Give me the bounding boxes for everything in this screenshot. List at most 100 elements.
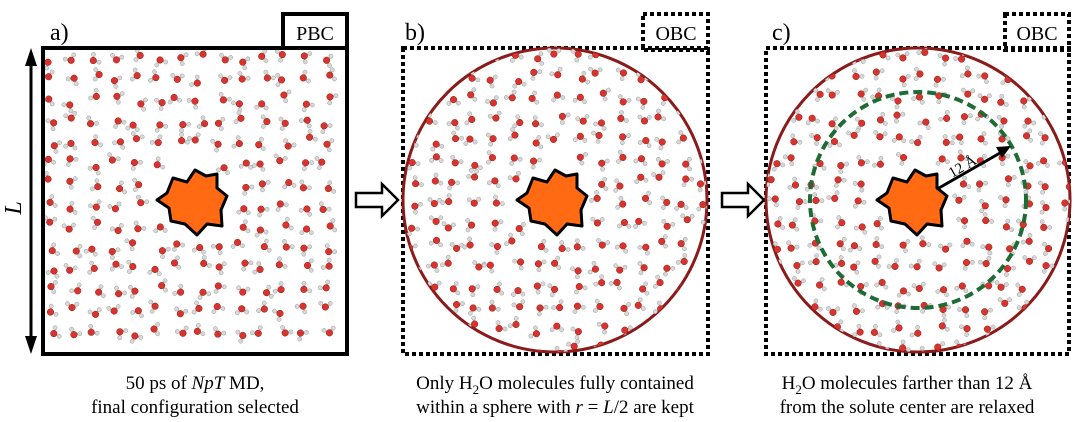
water-molecule-icon [110,52,125,64]
pbc-label-box [281,12,349,52]
water-molecule-icon [116,328,129,341]
water-molecule-icon [1042,322,1056,334]
water-molecule-icon [255,136,266,151]
water-molecule-icon [1003,265,1016,277]
water-molecule-icon [591,130,603,144]
water-molecule-icon [216,164,230,176]
water-molecule-icon [911,93,925,105]
water-molecule-icon [272,308,284,322]
water-molecule-icon [942,134,955,147]
water-molecule-icon [263,69,276,82]
water-molecule-icon [960,237,975,249]
water-molecule-icon [45,118,58,132]
water-molecule-icon [446,119,460,131]
water-molecule-icon [790,133,803,146]
water-molecule-icon [896,287,911,298]
water-molecule-icon [532,135,544,150]
solute-blob-icon [155,168,229,237]
water-molecule-icon [952,193,967,204]
arrow-head-bottom-icon [25,336,37,354]
water-molecule-icon [938,110,951,122]
water-molecule-icon [154,56,169,68]
water-molecule-icon [872,68,885,81]
water-molecule-icon [613,178,624,193]
water-molecule-icon [252,261,264,275]
water-molecule-icon [911,281,926,293]
water-molecule-icon [466,169,479,181]
water-molecule-icon [211,302,226,314]
caption-text: within a sphere with [416,397,576,418]
water-molecule-icon [793,318,806,332]
water-molecule-icon [551,255,562,270]
water-molecule-icon [493,281,505,296]
water-molecule-icon [766,195,779,208]
water-molecule-icon [427,197,442,208]
water-molecule-icon [637,137,652,148]
water-molecule-icon [467,87,478,102]
water-molecule-icon [272,281,285,294]
water-molecule-icon [976,72,989,85]
water-molecule-icon [61,222,76,233]
water-molecule-icon [409,317,421,332]
water-molecule-icon [852,68,865,81]
water-molecule-icon [572,302,586,314]
radius-arrow-head-icon [996,146,1011,158]
caption-text: 2 [472,381,480,397]
water-molecule-icon [241,259,254,272]
water-molecule-icon [236,285,251,296]
water-molecule-icon [463,135,478,146]
water-molecule-icon [258,50,269,63]
water-molecule-icon [551,91,566,103]
caption-text: L [603,397,614,418]
water-molecule-icon [468,284,481,298]
water-molecule-icon [249,325,263,337]
water-molecule-icon [200,255,212,268]
water-molecule-icon [447,178,460,191]
water-molecule-icon [46,303,59,317]
water-molecule-icon [278,116,289,131]
water-molecule-icon [410,296,423,309]
water-molecule-icon [488,299,501,312]
water-molecule-icon [1039,92,1050,107]
water-molecule-icon [617,110,629,123]
water-molecule-icon [231,135,243,149]
water-molecule-icon [515,222,526,237]
water-molecule-icon [658,234,668,249]
water-molecule-icon [191,300,203,315]
obc-label-b: OBC [655,23,696,45]
water-molecule-icon [298,116,312,129]
water-molecule-icon [282,239,295,251]
water-molecule-icon [449,241,464,252]
water-molecule-icon [891,319,903,333]
water-molecule-icon [852,323,864,338]
water-molecule-icon [871,254,882,269]
water-molecule-icon [326,93,339,106]
water-molecule-icon [258,179,271,193]
water-molecule-icon [1020,233,1033,245]
water-molecule-icon [956,216,969,230]
water-molecule-icon [1022,117,1037,129]
water-molecule-icon [1002,218,1015,233]
water-molecule-icon [468,53,483,64]
water-molecule-icon [980,243,993,256]
water-molecule-icon [179,121,192,133]
water-molecule-icon [633,217,647,229]
water-molecule-icon [598,158,610,172]
water-molecule-icon [637,114,652,125]
water-molecule-icon [274,50,286,63]
water-molecule-icon [431,172,444,186]
water-molecule-icon [326,67,337,82]
water-molecule-icon [303,258,314,273]
water-molecule-icon [590,216,605,227]
water-molecule-icon [660,68,673,82]
water-molecule-icon [977,131,988,146]
water-molecule-icon [774,301,787,314]
water-molecule-icon [852,303,865,315]
water-molecule-icon [65,155,79,167]
water-molecule-icon [852,197,867,209]
water-molecule-icon [596,321,609,335]
water-molecule-icon [237,71,251,83]
water-molecule-icon [426,261,440,273]
water-molecule-icon [635,96,648,110]
water-molecule-icon [132,177,143,192]
